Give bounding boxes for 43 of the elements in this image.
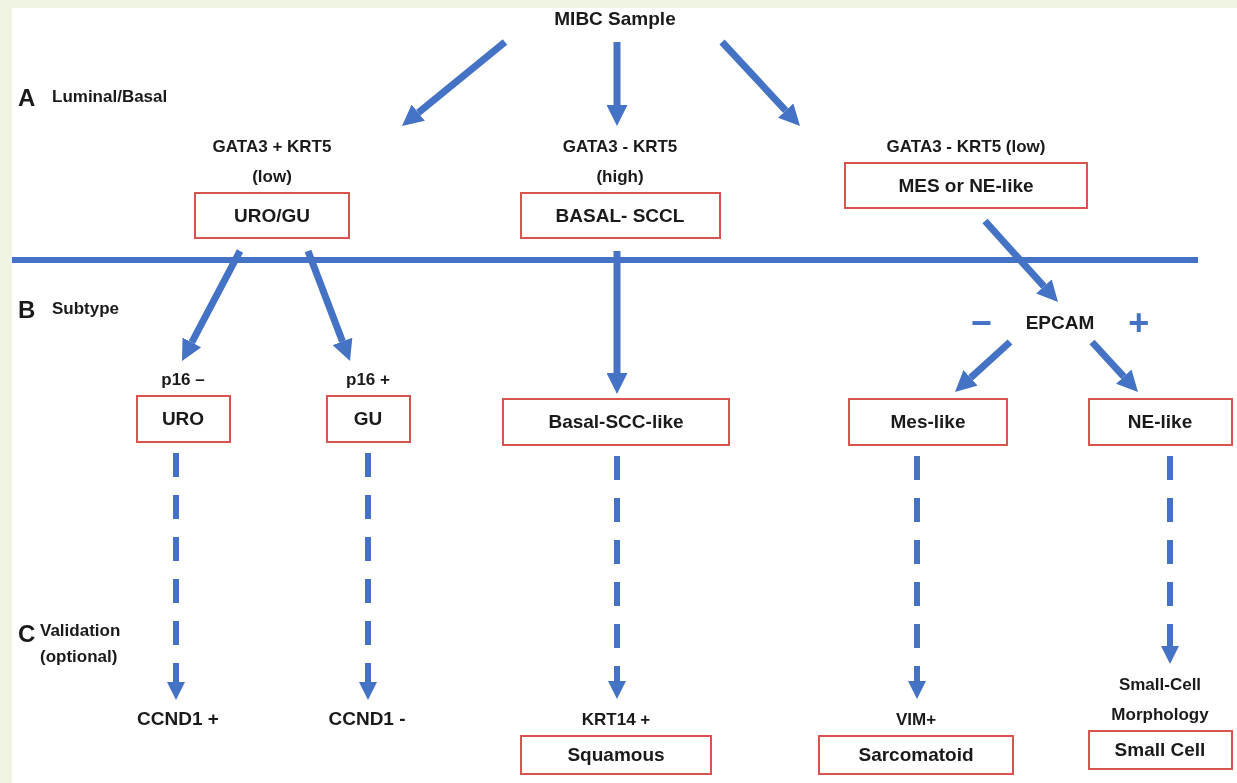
subtype-box: Basal-SCC-like	[502, 398, 730, 446]
marker-label: p16 +	[346, 369, 390, 391]
subtype-box: URO	[135, 395, 231, 443]
subtype-box: URO/GU	[194, 192, 350, 239]
dashed-arrow	[608, 456, 626, 699]
marker-label: CCND1 -	[328, 707, 406, 731]
dashed-arrow	[167, 453, 185, 700]
subtype-box: Sarcomatoid	[818, 735, 1014, 775]
section-letter: C	[18, 619, 36, 649]
marker-label: GATA3 + KRT5 (low)	[211, 136, 333, 188]
dashed-arrow	[908, 456, 926, 699]
subtype-box: Small Cell	[1087, 730, 1233, 770]
marker-label: GATA3 - KRT5 (high)	[561, 136, 679, 188]
marker-label: GATA3 - KRT5 (low)	[886, 136, 1046, 158]
minus-sign: −	[970, 308, 992, 338]
marker-label: CCND1 +	[137, 707, 219, 731]
section-label: Subtype	[52, 298, 120, 320]
subtype-box: BASAL- SCCL	[519, 192, 721, 239]
marker-label: p16 –	[161, 369, 205, 391]
arrow	[719, 39, 800, 126]
arrow	[982, 218, 1058, 302]
subtype-box: Squamous	[520, 735, 712, 775]
section-label: Luminal/Basal	[52, 86, 168, 108]
section-letter: B	[18, 295, 36, 325]
marker-label: KRT14 +	[581, 709, 651, 731]
marker-label: EPCAM	[1025, 311, 1095, 335]
subtype-box: GU	[325, 395, 411, 443]
dashed-arrow	[359, 453, 377, 700]
marker-label: VIM+	[895, 709, 937, 731]
arrow	[402, 39, 508, 126]
marker-label: MIBC Sample	[554, 7, 676, 31]
arrow	[1089, 339, 1138, 392]
arrow	[304, 249, 353, 361]
plus-sign: +	[1128, 308, 1150, 338]
arrow	[955, 339, 1013, 392]
arrow	[182, 249, 244, 361]
marker-label: Small-Cell Morphology	[1110, 674, 1210, 726]
subtype-box: NE-like	[1087, 398, 1233, 446]
dashed-arrow	[1161, 456, 1179, 664]
section-label: Validation (optional)	[40, 620, 122, 668]
subtype-box: Mes-like	[848, 398, 1008, 446]
section-letter: A	[18, 83, 36, 113]
subtype-box: MES or NE-like	[844, 162, 1088, 209]
